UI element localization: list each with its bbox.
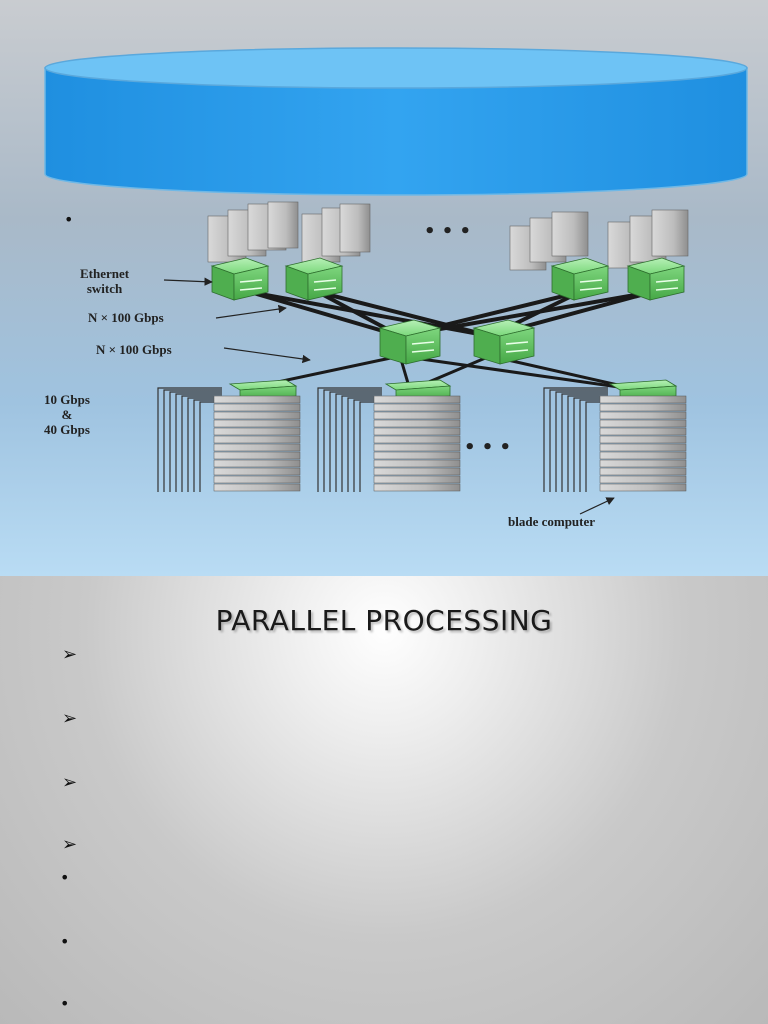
arrow-bullet-1: ➢ xyxy=(62,644,78,665)
bottom-slide: PARALLEL PROCESSING ➢ ➢ ➢ ➢ • • • xyxy=(0,576,768,1024)
arrow-bullet-4: ➢ xyxy=(62,834,78,855)
blade-unit xyxy=(599,427,687,436)
dot-bullet-3: • xyxy=(60,994,70,1013)
blade-unit xyxy=(599,467,687,476)
blade-unit xyxy=(373,475,461,484)
blade-unit xyxy=(599,443,687,452)
blade-unit xyxy=(213,435,301,444)
blade-rack xyxy=(317,387,461,492)
blade-unit xyxy=(599,475,687,484)
blade-unit xyxy=(599,459,687,468)
switch-icon xyxy=(210,257,270,301)
blade-unit xyxy=(373,427,461,436)
blade-unit xyxy=(213,411,301,420)
blade-rack xyxy=(157,387,301,492)
blade-unit xyxy=(599,435,687,444)
network-diagram: Ethernet switch N × 100 Gbps N × 100 Gbp… xyxy=(40,196,720,536)
blade-unit xyxy=(213,475,301,484)
blade-unit xyxy=(373,467,461,476)
blade-unit xyxy=(213,451,301,460)
blade-unit xyxy=(599,411,687,420)
blade-unit xyxy=(213,443,301,452)
blade-unit xyxy=(599,395,687,404)
blade-unit xyxy=(213,395,301,404)
top-rack-right xyxy=(509,209,689,271)
blade-unit xyxy=(213,419,301,428)
ellipsis-top: • • • xyxy=(424,221,472,242)
blade-unit xyxy=(373,419,461,428)
blade-unit xyxy=(373,443,461,452)
blade-unit xyxy=(213,467,301,476)
blade-computer-label: blade computer xyxy=(508,514,596,529)
slide-title: PARALLEL PROCESSING xyxy=(215,604,553,637)
blade-unit xyxy=(373,483,461,492)
blade-unit xyxy=(599,403,687,412)
blade-unit xyxy=(599,451,687,460)
top-slide: • xyxy=(0,0,768,576)
blade-unit xyxy=(599,419,687,428)
switch-icon xyxy=(284,257,344,301)
storage-cylinder xyxy=(44,46,748,196)
blade-unit xyxy=(213,483,301,492)
dot-bullet-2: • xyxy=(60,932,70,951)
network-diagram-svg xyxy=(157,201,689,515)
switch-icon xyxy=(378,319,442,365)
switch-icon xyxy=(550,257,610,301)
top-rack-left xyxy=(207,201,371,263)
blade-unit xyxy=(213,427,301,436)
blade-unit xyxy=(599,483,687,492)
ellipsis-bottom: • • • xyxy=(464,437,512,458)
blade-unit xyxy=(373,403,461,412)
blade-rack xyxy=(543,387,687,492)
switch-icon xyxy=(626,257,686,301)
link-speed-upper-label: N × 100 Gbps xyxy=(88,310,164,325)
blade-unit xyxy=(373,435,461,444)
arrow-bullet-3: ➢ xyxy=(62,772,78,793)
diagram-bullet: • xyxy=(64,210,74,229)
blade-unit xyxy=(213,459,301,468)
network-links xyxy=(239,290,653,392)
blade-unit xyxy=(373,411,461,420)
blade-unit xyxy=(373,451,461,460)
switch-icon xyxy=(472,319,536,365)
ethernet-switch-label: Ethernet switch xyxy=(80,266,130,296)
edge-speed-label: 10 Gbps & 40 Gbps xyxy=(44,392,90,437)
blade-unit xyxy=(373,459,461,468)
blade-unit xyxy=(373,395,461,404)
dot-bullet-1: • xyxy=(60,868,70,887)
link-speed-lower-label: N × 100 Gbps xyxy=(96,342,172,357)
arrow-bullet-2: ➢ xyxy=(62,708,78,729)
blade-unit xyxy=(213,403,301,412)
blade-racks xyxy=(157,387,687,492)
